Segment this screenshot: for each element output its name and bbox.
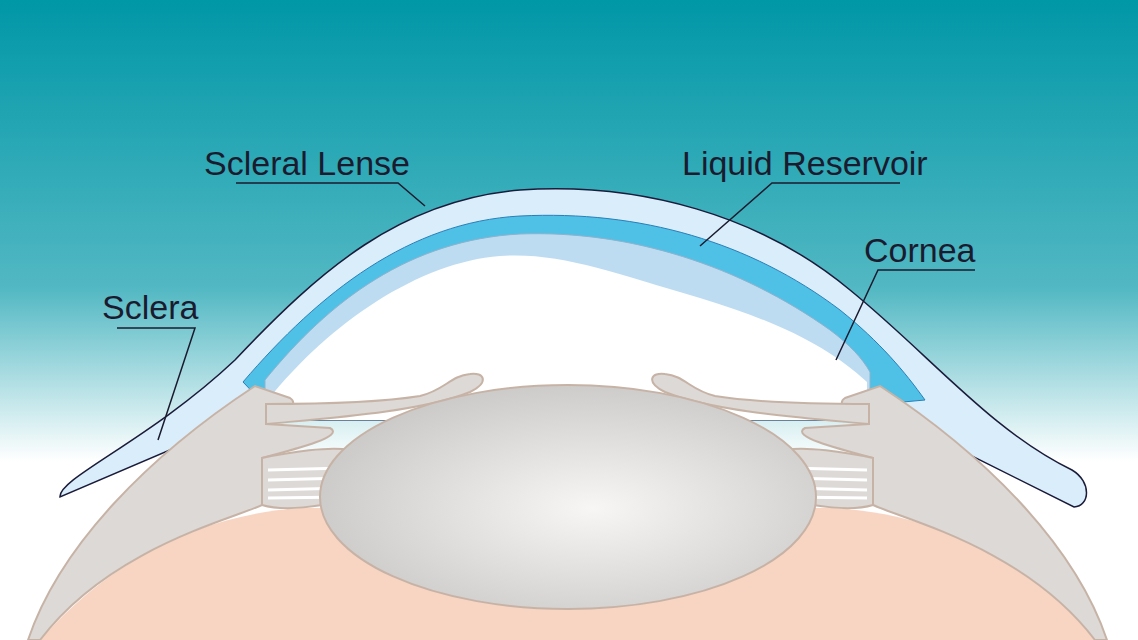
part-label: Sclera — [102, 290, 198, 324]
part-label: Cornea — [864, 233, 976, 267]
part-label: Scleral Lense — [204, 146, 410, 180]
part-label: Liquid Reservoir — [682, 146, 928, 180]
